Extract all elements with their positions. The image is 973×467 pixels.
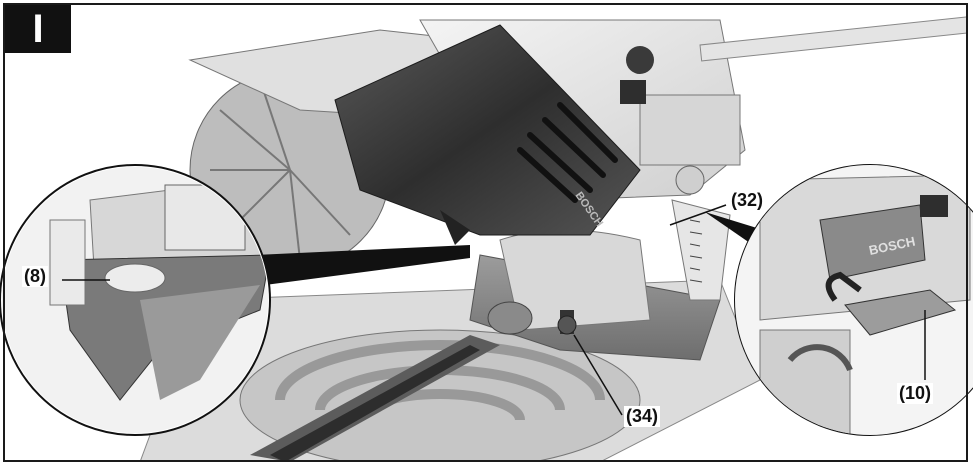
callout-8: (8): [22, 266, 48, 287]
inset-left: [0, 164, 271, 436]
callout-34: (34): [624, 406, 661, 427]
inset-right: BOSCH: [734, 164, 973, 436]
inset-wedge-left: [255, 245, 470, 285]
bevel-support: [469, 199, 731, 361]
leader-lines: [62, 204, 926, 416]
figure-frame: [3, 3, 968, 462]
motor-housing: BOSCH: [334, 24, 641, 245]
figure-label: I: [5, 5, 71, 53]
leader-34: [573, 334, 623, 416]
callout-32: (32): [729, 190, 766, 211]
callout-10: (10): [897, 383, 934, 404]
leader-32: [669, 204, 727, 226]
